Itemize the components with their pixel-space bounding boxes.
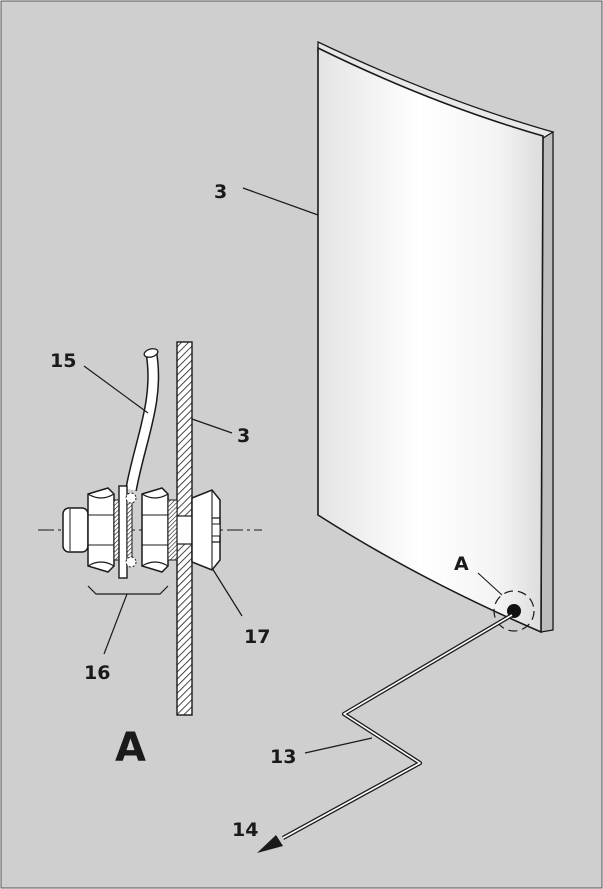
- ground-wire-label: 13: [270, 746, 296, 768]
- ground-wire: [281, 613, 514, 840]
- bolt-thread: [62, 507, 89, 553]
- ground-arrowhead: [257, 835, 283, 853]
- cable-leader: [83, 365, 149, 414]
- detail-a-section: [38, 341, 262, 716]
- cable-label: 15: [50, 350, 76, 372]
- nut-group-label: 16: [84, 662, 110, 684]
- bolt-head: [191, 489, 221, 571]
- nut-group-leader: [103, 593, 128, 655]
- inner-nut: [141, 487, 169, 573]
- washer-3: [167, 499, 178, 561]
- ground-end-label: 14: [232, 819, 258, 841]
- bolt-shank: [176, 515, 193, 545]
- ground-wire-leader: [304, 737, 373, 754]
- detail-marker-label: A: [454, 553, 469, 575]
- detail-marker-circle: [493, 590, 535, 632]
- detail-title: A: [115, 725, 146, 771]
- washer-2: [126, 499, 133, 561]
- outer-nut: [87, 487, 115, 573]
- plate-label: 3: [214, 181, 227, 203]
- detail-marker-leader: [477, 572, 503, 596]
- bolt-label: 17: [244, 626, 270, 648]
- plate-leader: [242, 187, 319, 216]
- cable-lug: [118, 485, 128, 579]
- plate-detail-leader: [191, 418, 233, 434]
- washer-1: [113, 499, 120, 561]
- cable-end: [143, 348, 159, 358]
- ground-plate: [317, 40, 555, 634]
- plate-detail-label: 3: [237, 425, 250, 447]
- bolt-leader: [211, 567, 243, 617]
- nut-group-bracket: [87, 585, 169, 595]
